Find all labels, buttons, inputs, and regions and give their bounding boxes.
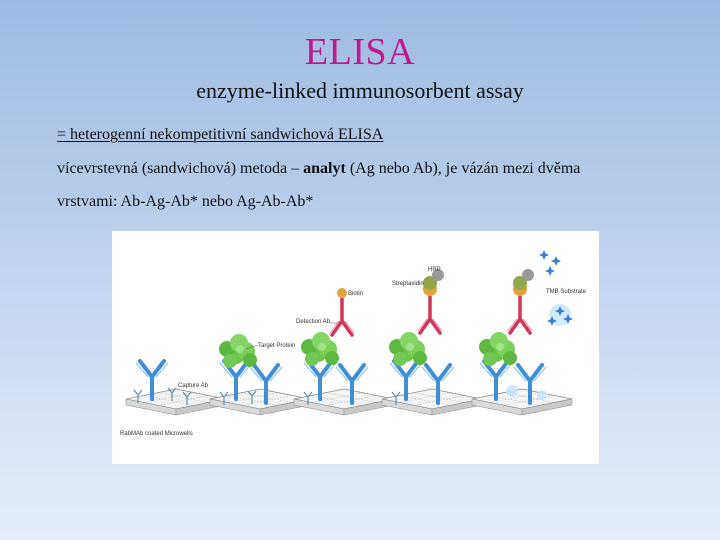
- elisa-diagram: Capture Ab RabMAb coated Microwells Targ…: [112, 231, 599, 464]
- detection-ab-label: Detection Ab: [296, 319, 331, 325]
- hrp-label: HRP: [428, 267, 441, 273]
- tmb-label: TMB Substrate: [546, 289, 587, 295]
- panel-tmb: TMB Substrate: [471, 250, 587, 416]
- target-protein-label: Target Protein: [258, 343, 295, 349]
- biotin-label: Biotin: [348, 291, 363, 297]
- panel-detection: Biotin Detection Ab: [293, 288, 395, 416]
- elisa-diagram-svg: Capture Ab RabMAb coated Microwells Targ…: [120, 250, 587, 437]
- description-prefix: vícevrstevná (sandwichová) metoda –: [57, 160, 304, 177]
- analyte-term: analyt: [303, 160, 346, 177]
- description-line-1: vícevrstevná (sandwichová) metoda – anal…: [57, 160, 580, 178]
- panel-target-protein: Target Protein: [209, 334, 311, 416]
- streptavidin-label: Streptavidin: [392, 281, 424, 287]
- description-line-2: vrstvami: Ab-Ag-Ab* nebo Ag-Ab-Ab*: [57, 193, 314, 210]
- definition-line: = heterogenní nekompetitivní sandwichová…: [57, 126, 384, 143]
- description-suffix: (Ag nebo Ab), je vázán mezi dvěma: [345, 160, 581, 177]
- capture-ab-label: Capture Ab: [178, 383, 209, 389]
- panel-streptavidin: Streptavidin HRP: [381, 267, 483, 416]
- panel-capture: Capture Ab RabMAb coated Microwells: [120, 359, 227, 437]
- microwells-label: RabMAb coated Microwells: [120, 431, 193, 437]
- slide-subtitle: enzyme-linked immunosorbent assay: [196, 78, 524, 103]
- slide-title: ELISA: [304, 31, 416, 73]
